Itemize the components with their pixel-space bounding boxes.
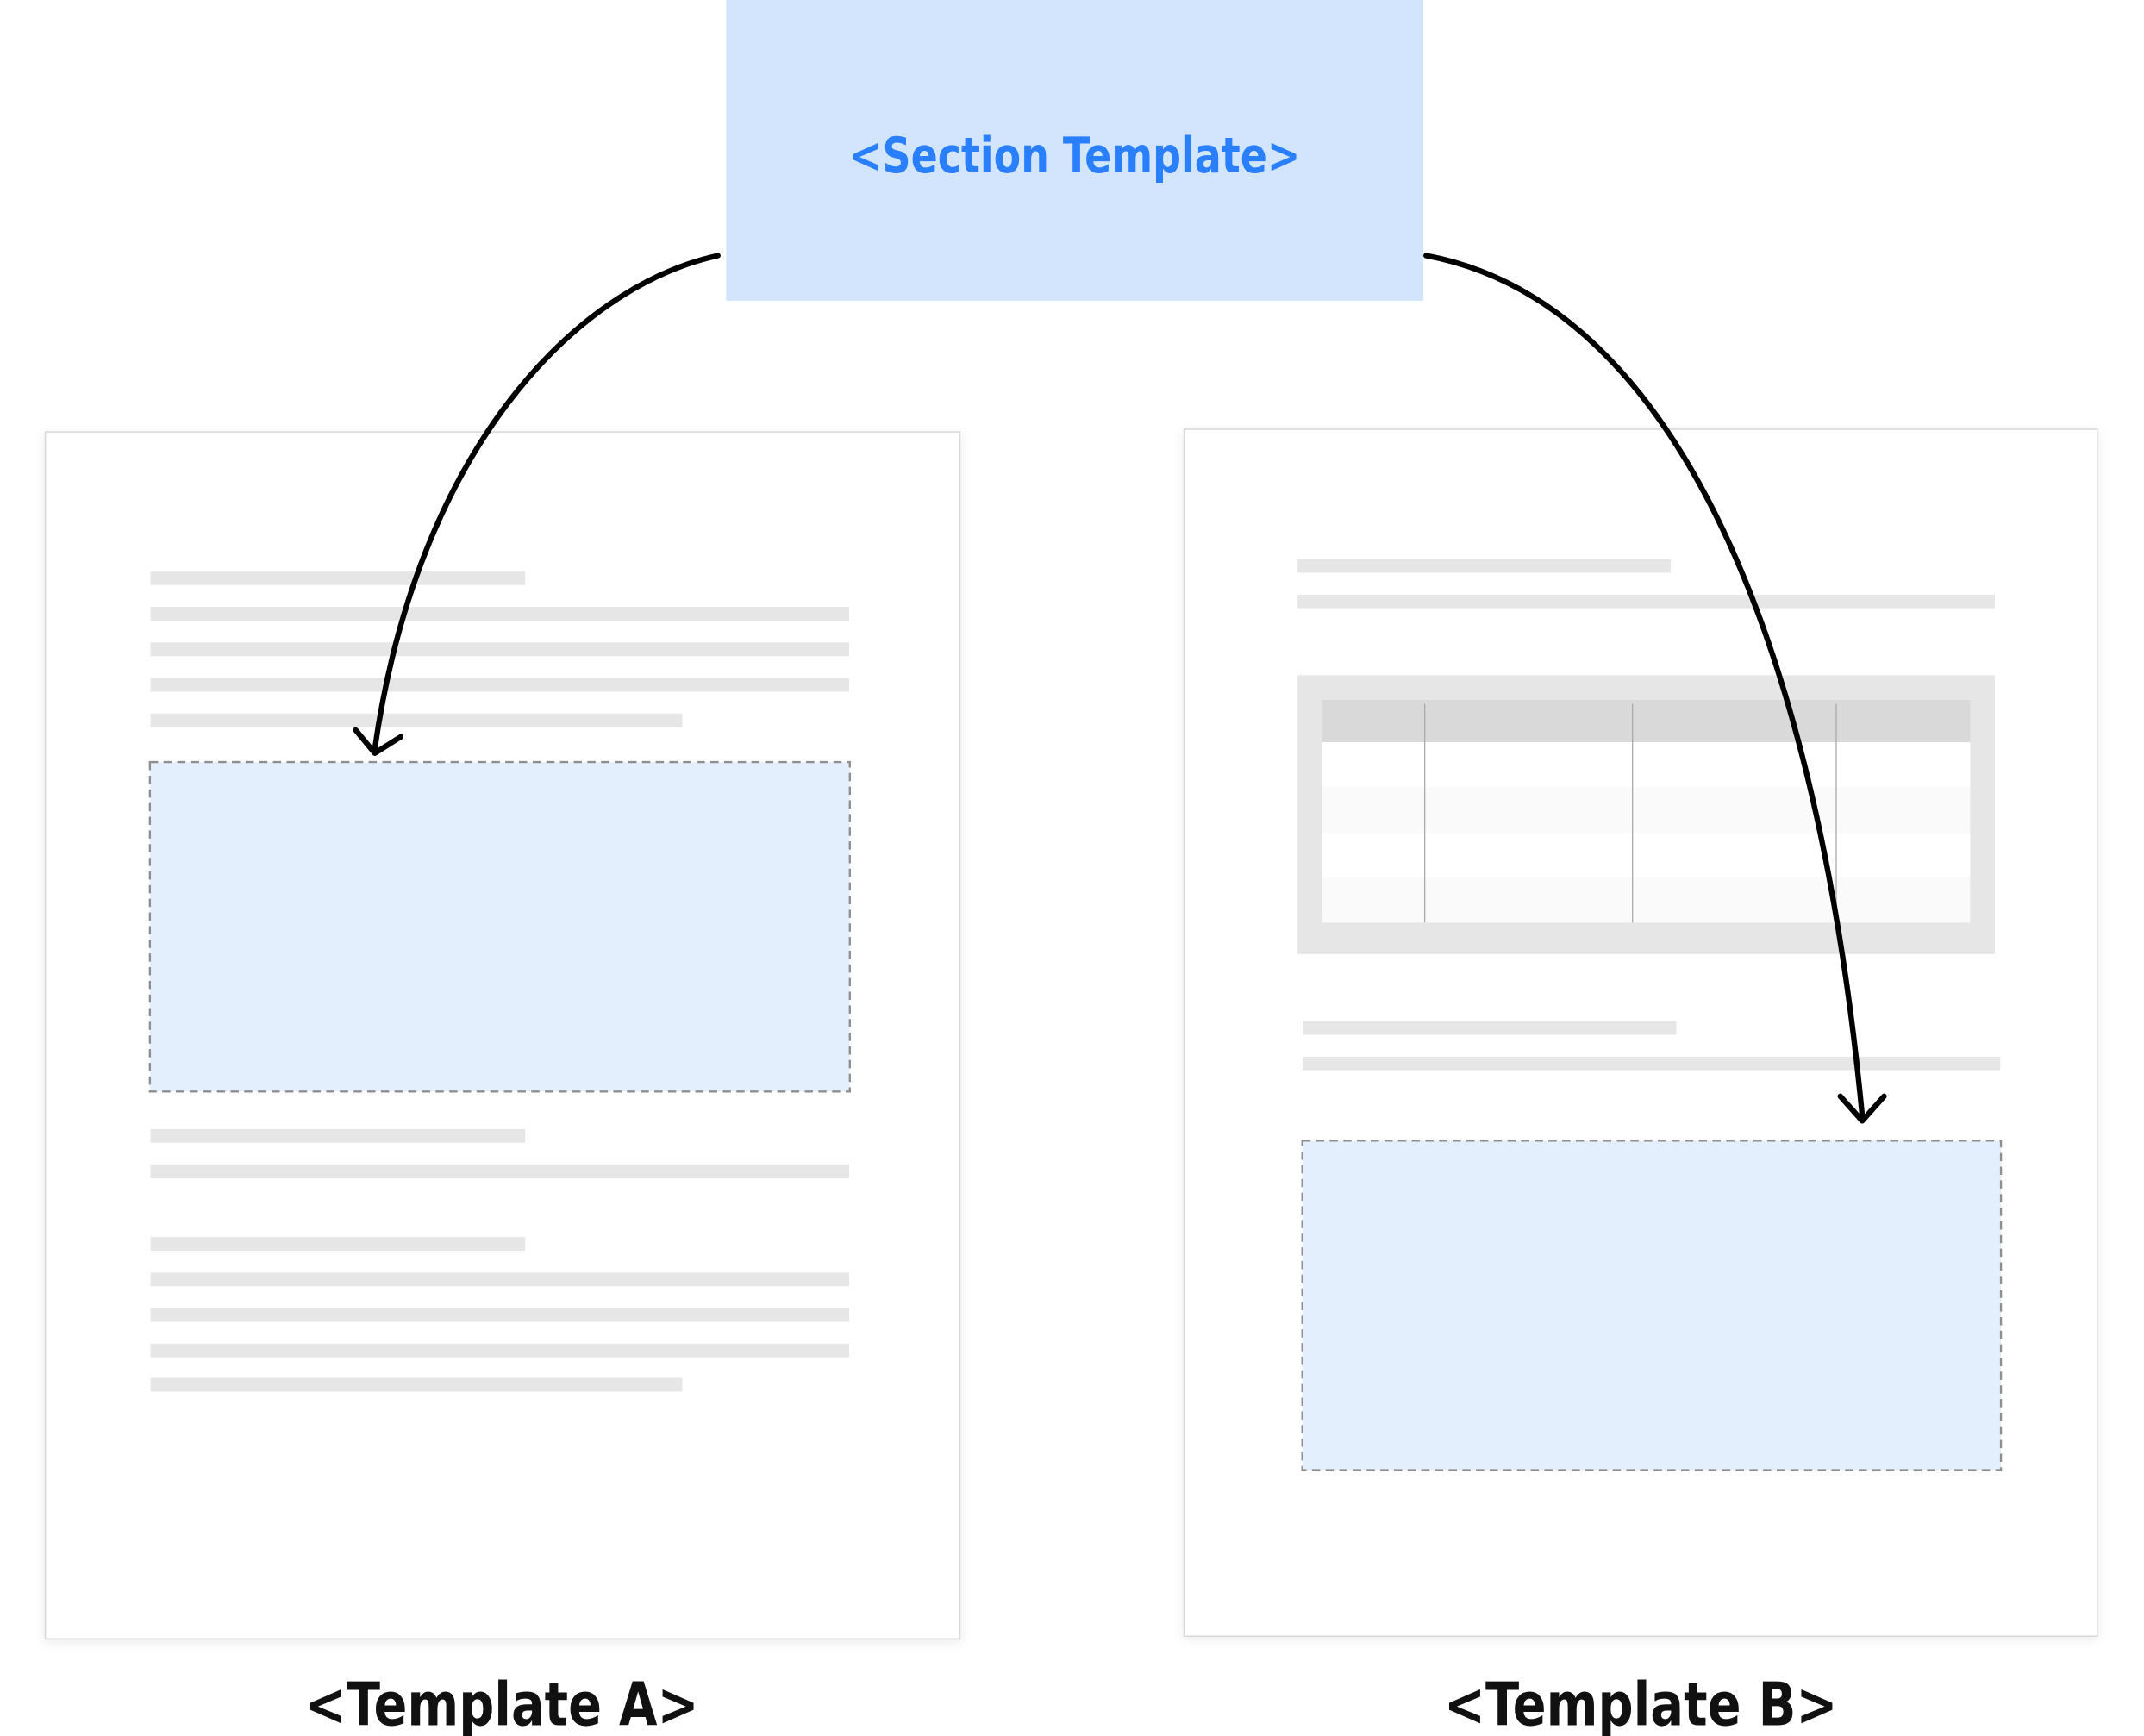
- table-header: [1322, 699, 1971, 743]
- template-b-page: [1183, 428, 2098, 1638]
- section-template-label: <Section Template>: [849, 128, 1300, 184]
- table-row: [1322, 742, 1971, 788]
- table-row: [1322, 877, 1971, 923]
- template-b-label: <Template B>: [1444, 1670, 1838, 1736]
- table-row: [1322, 832, 1971, 878]
- arrow-to-template-b: [1423, 253, 1887, 1124]
- section-placeholder-a: [148, 760, 851, 1093]
- section-template-box: <Section Template>: [726, 0, 1424, 301]
- text-lines: [1297, 559, 2001, 1071]
- table-placeholder: [1297, 675, 1995, 954]
- table-row: [1322, 787, 1971, 833]
- template-a-label: <Template A>: [305, 1670, 699, 1736]
- arrow-to-template-a: [353, 253, 721, 756]
- template-a-page: [44, 431, 961, 1640]
- section-placeholder-b: [1301, 1140, 2003, 1471]
- text-lines: [150, 571, 850, 1392]
